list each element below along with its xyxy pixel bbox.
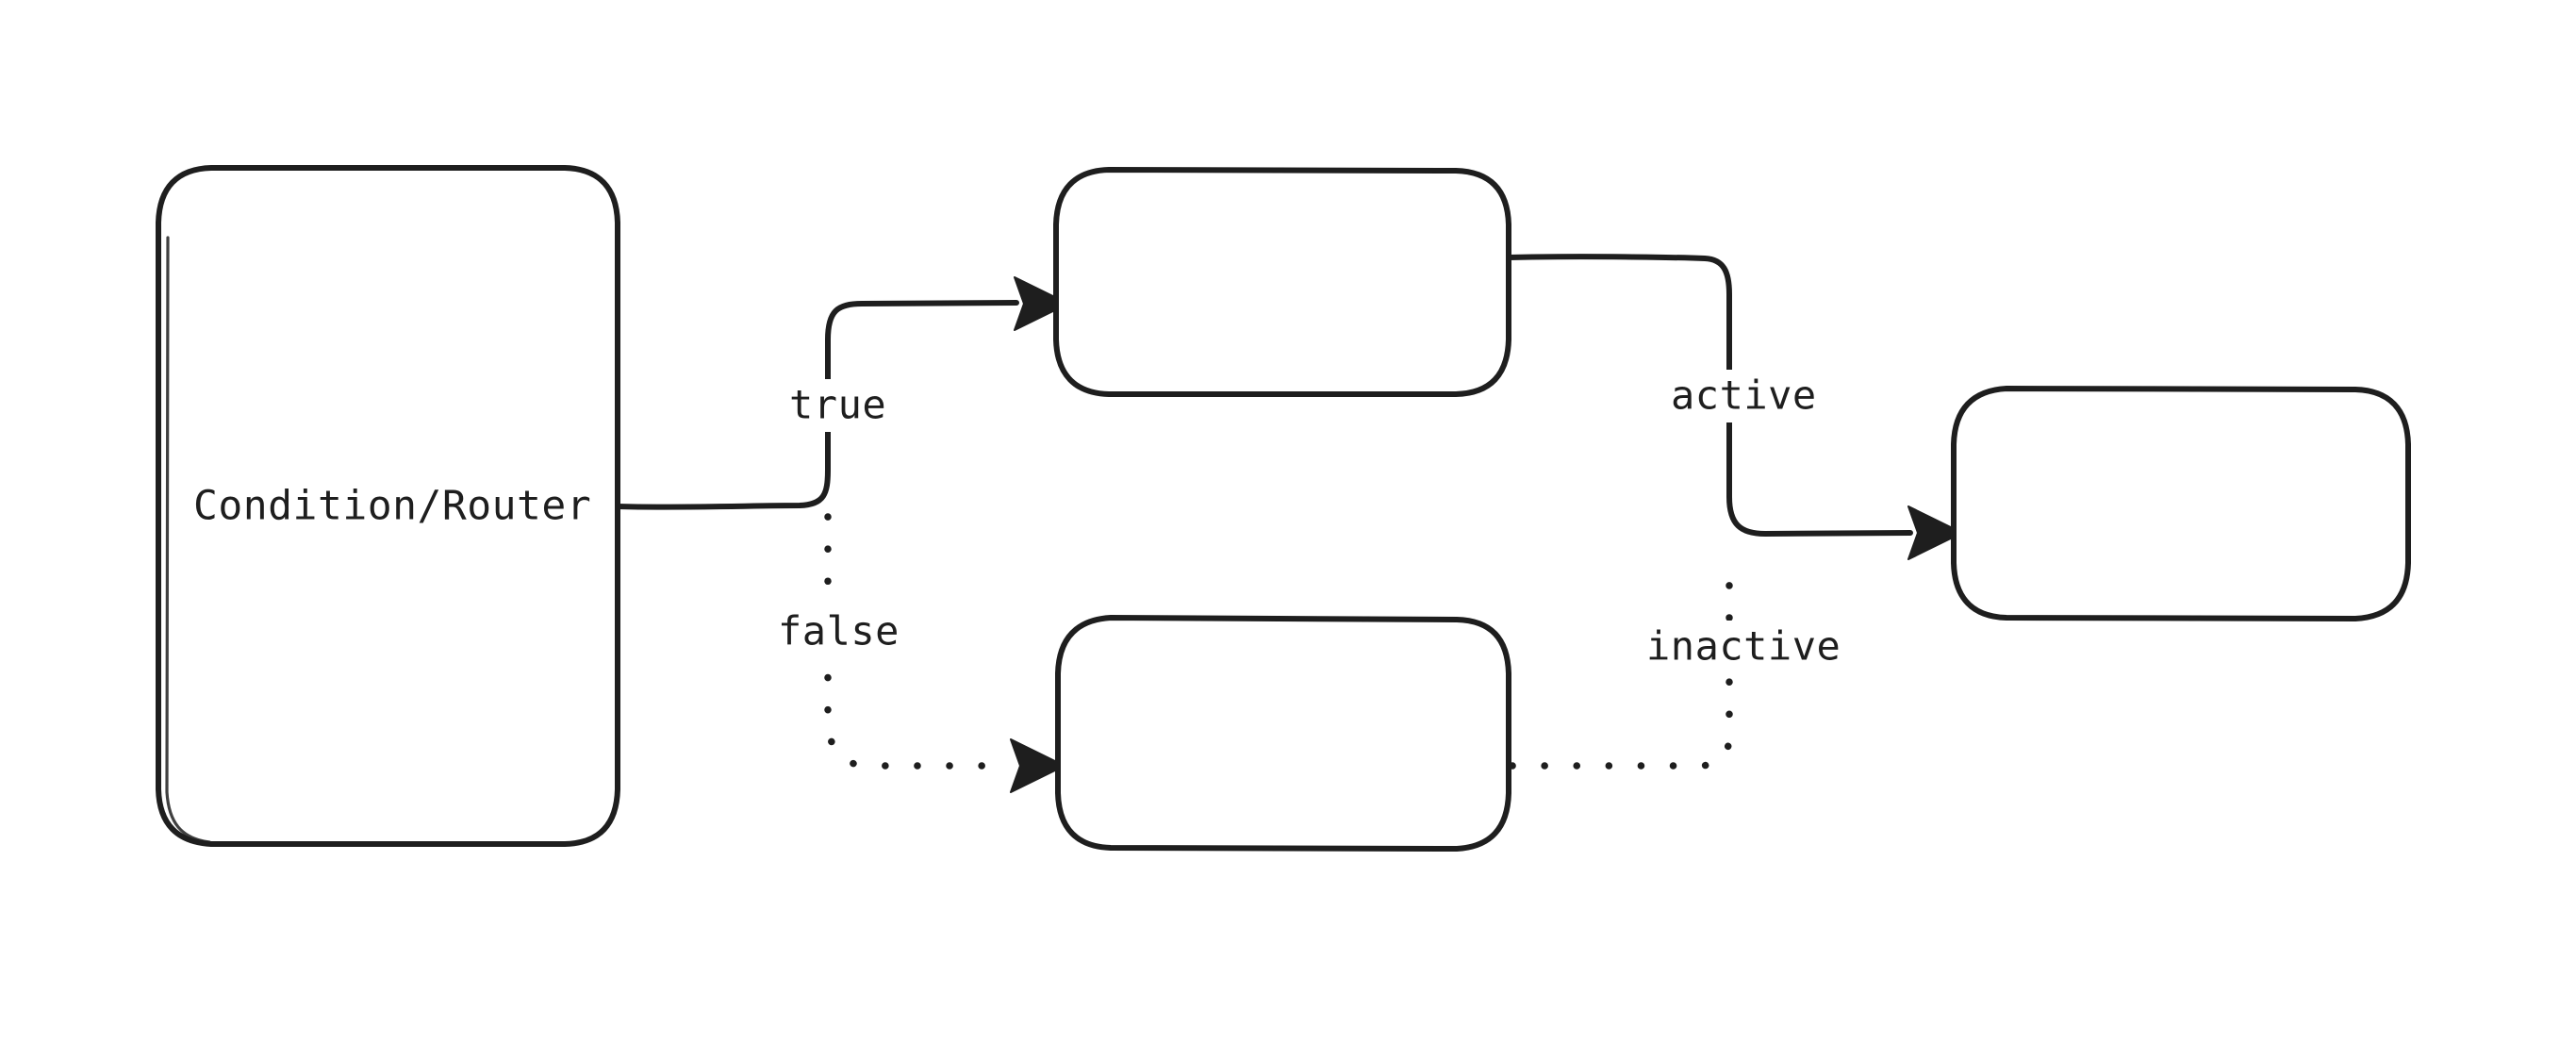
edge-active-path bbox=[1506, 254, 1913, 537]
edge-label-false-backdrop bbox=[766, 605, 909, 658]
node-true-branch[interactable] bbox=[1053, 167, 1511, 397]
edge-label-inactive-backdrop bbox=[1635, 621, 1850, 673]
edge-false-arrowhead bbox=[1010, 738, 1065, 793]
node-condition-router[interactable]: Condition/Router bbox=[156, 165, 620, 847]
node-false-branch[interactable] bbox=[1055, 615, 1511, 852]
edge-label-active-backdrop bbox=[1660, 370, 1829, 422]
node-condition-router-sketch-stroke bbox=[165, 236, 211, 844]
edge-label-true-backdrop bbox=[775, 379, 896, 432]
edge-label-inactive-group: inactive bbox=[1635, 621, 1850, 673]
node-false-branch-shape bbox=[1055, 615, 1511, 852]
edge-active-arrowhead bbox=[1907, 505, 1963, 560]
node-merge-shape bbox=[1951, 386, 2411, 621]
edge-label-true-group: true bbox=[775, 379, 896, 432]
edge-active[interactable] bbox=[1506, 254, 1963, 560]
node-condition-router-shape bbox=[156, 165, 620, 847]
edge-false[interactable] bbox=[824, 513, 1065, 793]
edge-label-inactive: inactive bbox=[1646, 623, 1841, 670]
edge-true-arrowhead bbox=[1014, 276, 1069, 331]
edge-label-true: true bbox=[789, 382, 886, 428]
edge-label-active-group: active bbox=[1660, 370, 1829, 422]
edge-label-false: false bbox=[778, 608, 900, 654]
node-condition-router-label: Condition/Router bbox=[193, 483, 591, 530]
edge-true[interactable] bbox=[615, 276, 1069, 510]
node-merge[interactable] bbox=[1951, 386, 2411, 621]
edge-label-false-group: false bbox=[766, 605, 909, 658]
node-true-branch-shape bbox=[1053, 167, 1511, 397]
edge-true-path bbox=[615, 300, 1019, 510]
edge-label-active: active bbox=[1671, 373, 1817, 419]
